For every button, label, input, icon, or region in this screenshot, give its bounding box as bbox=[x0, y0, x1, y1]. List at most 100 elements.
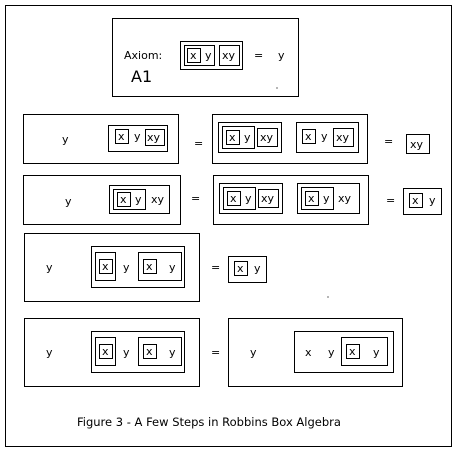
row1-eq1: = bbox=[194, 137, 203, 150]
row3-left-x: x bbox=[102, 260, 109, 273]
row4-left-x: x bbox=[102, 345, 109, 358]
row1-mid-outer-a bbox=[218, 122, 282, 153]
axiom-y: y bbox=[205, 49, 212, 62]
axiom-xy: xy bbox=[222, 49, 236, 62]
axiom-panel: Axiom: A1 x y xy = y bbox=[112, 18, 299, 97]
row3-result-outer bbox=[228, 256, 267, 283]
row2-mid-inner-b bbox=[301, 187, 334, 210]
row3-result-y: y bbox=[254, 262, 261, 275]
axiom-inner-box bbox=[184, 45, 215, 66]
row1-left-y: y bbox=[62, 133, 69, 146]
row2-mid-y: y bbox=[245, 192, 252, 205]
row2-mid-x2: x bbox=[308, 192, 315, 205]
row3-eq: = bbox=[211, 261, 220, 274]
step-row-2: y x y xy = x y xy x y xy = x y bbox=[23, 175, 442, 225]
row1-left-xy-box bbox=[145, 129, 165, 146]
row2-mid-y2: y bbox=[323, 192, 330, 205]
axiom-outer-box bbox=[180, 41, 243, 70]
row2-left-inner bbox=[113, 189, 146, 210]
speck-dot-2 bbox=[327, 296, 329, 298]
row2-result-x-box bbox=[409, 193, 423, 208]
row4-right-x2: x bbox=[349, 345, 356, 358]
row1-mid-x: x bbox=[229, 131, 236, 144]
row1-left-outer bbox=[108, 125, 168, 152]
row4-eq: = bbox=[211, 346, 220, 359]
row3-result-x-box bbox=[234, 261, 248, 276]
row3-left-x2: x bbox=[146, 260, 153, 273]
row4-right-y2: y bbox=[328, 346, 335, 359]
row3-result-x: x bbox=[237, 262, 244, 275]
row4-right-y3: y bbox=[373, 346, 380, 359]
row3-left-y2: y bbox=[123, 261, 130, 274]
axiom-equals: = bbox=[254, 49, 263, 62]
row2-left-y: y bbox=[65, 195, 72, 208]
row2-left-x-box bbox=[117, 192, 131, 207]
axiom-result-y: y bbox=[278, 49, 285, 62]
row1-left-x: x bbox=[118, 130, 125, 143]
row3-left-inner-b bbox=[138, 252, 182, 281]
row2-left-x: x bbox=[120, 193, 127, 206]
row2-mid-x2-box bbox=[305, 191, 319, 206]
row4-left-x2-box bbox=[143, 344, 157, 359]
row4-left-box bbox=[24, 318, 200, 387]
row2-left-outer bbox=[109, 185, 170, 214]
row1-mid-outer-b bbox=[296, 122, 359, 153]
row4-left-inner-b bbox=[138, 337, 182, 366]
figure-caption: Figure 3 - A Few Steps in Robbins Box Al… bbox=[77, 415, 341, 429]
row3-left-box bbox=[24, 233, 200, 302]
row4-left-y2: y bbox=[123, 346, 130, 359]
row2-left-box bbox=[23, 175, 181, 225]
row4-left-inner-a bbox=[95, 337, 116, 366]
row1-mid-y: y bbox=[244, 131, 251, 144]
row2-mid-box bbox=[213, 175, 369, 225]
row2-mid-xy: xy bbox=[261, 192, 275, 205]
row3-left-x2-box bbox=[143, 259, 157, 274]
row4-left-y: y bbox=[46, 346, 53, 359]
row1-mid-x-box bbox=[226, 130, 240, 145]
row2-left-xy: xy bbox=[151, 193, 165, 206]
row1-mid-xy: xy bbox=[260, 131, 274, 144]
row1-result-box bbox=[406, 134, 430, 154]
speck-dot-1 bbox=[276, 87, 278, 89]
row2-mid-x-box bbox=[227, 191, 241, 206]
axiom-box bbox=[112, 18, 299, 97]
axiom-x-box bbox=[187, 48, 201, 63]
row2-mid-inner-a bbox=[223, 187, 256, 210]
step-row-4: y x y x y = y x y x y bbox=[24, 318, 403, 387]
axiom-label: Axiom: bbox=[124, 49, 162, 62]
row1-mid-xy2-box bbox=[333, 128, 354, 147]
row3-left-inner-a bbox=[95, 252, 116, 281]
row2-mid-outer-a bbox=[219, 183, 283, 214]
axiom-xy-box bbox=[219, 45, 240, 66]
row2-result-y: y bbox=[429, 194, 436, 207]
row1-mid-y2: y bbox=[321, 130, 328, 143]
row1-left-xy: xy bbox=[147, 131, 161, 144]
row2-mid-xy2: xy bbox=[338, 192, 352, 205]
row3-left-y3: y bbox=[169, 261, 176, 274]
row4-right-x-box bbox=[346, 344, 360, 359]
row3-left-outer bbox=[91, 246, 185, 288]
row4-right-y: y bbox=[250, 346, 257, 359]
step-row-3: y x y x y = x y bbox=[24, 233, 267, 302]
row4-right-x: x bbox=[305, 346, 312, 359]
row4-left-y3: y bbox=[169, 346, 176, 359]
row2-mid-outer-b bbox=[297, 183, 360, 214]
row4-left-x2: x bbox=[146, 345, 153, 358]
row1-mid-xy-box bbox=[257, 128, 278, 147]
row4-left-x-box bbox=[99, 344, 113, 359]
axiom-x: x bbox=[190, 49, 197, 62]
row1-mid-x2-box bbox=[302, 129, 316, 144]
row1-result-xy: xy bbox=[410, 138, 424, 151]
row4-right-box bbox=[228, 318, 403, 387]
row1-mid-x2: x bbox=[305, 130, 312, 143]
row2-left-y2: y bbox=[135, 193, 142, 206]
row1-left-box bbox=[23, 114, 179, 164]
axiom-name: A1 bbox=[131, 67, 152, 86]
step-row-1: y x y xy = x y xy x y xy = xy bbox=[23, 114, 430, 164]
row2-eq2: = bbox=[386, 194, 395, 207]
row3-left-x-box bbox=[99, 259, 113, 274]
row3-left-y: y bbox=[46, 261, 53, 274]
row2-eq1: = bbox=[191, 192, 200, 205]
row1-left-x-box bbox=[115, 129, 129, 144]
